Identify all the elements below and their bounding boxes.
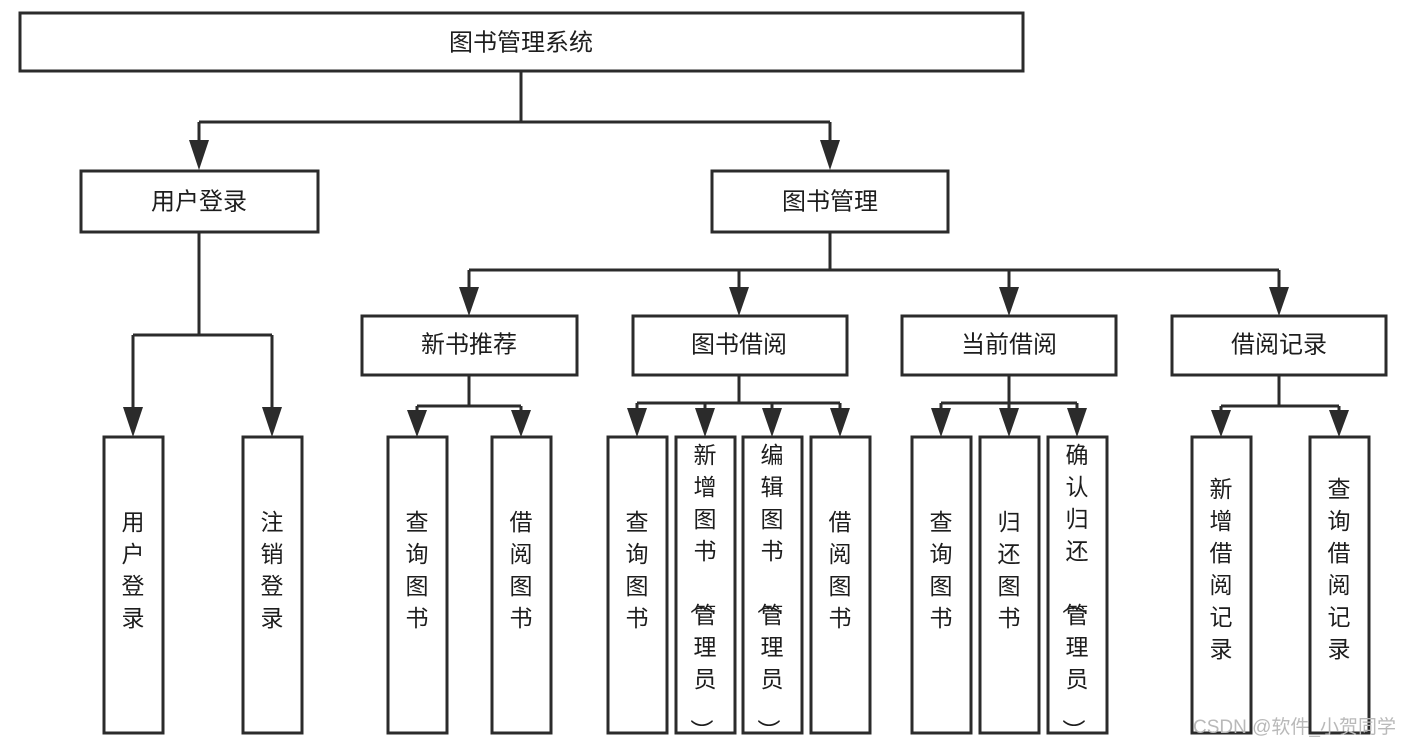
node-new-book-recommend[interactable]: 新书推荐	[360, 314, 579, 377]
leaf-add-record[interactable]: 新增借阅记录	[1190, 435, 1253, 735]
leaf-borrow-book-1-box[interactable]	[490, 435, 553, 735]
leaf-user-login-box[interactable]	[102, 435, 165, 735]
leaf-borrow-book-1[interactable]: 借阅图书	[490, 435, 553, 735]
leaf-query-book-3-label: 查询图书	[930, 509, 953, 631]
connector-layer	[123, 71, 1349, 437]
leaf-borrow-book-1-label: 借阅图书	[510, 509, 533, 631]
node-book-borrow-box[interactable]	[631, 314, 849, 377]
leaf-return-book-box[interactable]	[978, 435, 1041, 735]
leaf-confirm-return-label: 确认归还（管理员）	[1061, 442, 1089, 742]
leaf-add-book-label: 新增图书（管理员）	[689, 442, 717, 742]
arrow-head-leaf-return-book	[999, 408, 1019, 437]
leaf-add-book-box[interactable]	[674, 435, 737, 735]
arrow-head-book-management	[820, 140, 840, 170]
node-new-book-recommend-box[interactable]	[360, 314, 579, 377]
leaf-user-logout-box[interactable]	[241, 435, 304, 735]
node-current-borrow-box[interactable]	[900, 314, 1118, 377]
leaf-borrow-book-2-label: 借阅图书	[829, 509, 852, 631]
arrow-head-user-login	[189, 140, 209, 170]
node-user-login-box[interactable]	[79, 169, 320, 234]
arrow-head-book-borrow	[729, 287, 749, 316]
leaf-confirm-return[interactable]: 确认归还（管理员）	[1046, 435, 1109, 742]
leaf-add-record-box[interactable]	[1190, 435, 1253, 735]
node-borrow-record[interactable]: 借阅记录	[1170, 314, 1388, 377]
arrow-head-leaf-borrow-book-2	[830, 408, 850, 437]
leaf-user-login[interactable]: 用户登录	[102, 435, 165, 735]
leaf-query-book-3-box[interactable]	[910, 435, 973, 735]
arrow-head-leaf-add-record	[1211, 410, 1231, 437]
csdn-watermark: CSDN @软件_小贺同学	[1193, 716, 1396, 738]
leaf-add-record-label: 新增借阅记录	[1210, 476, 1233, 662]
node-book-management-label: 图书管理	[782, 188, 878, 215]
node-book-management-box[interactable]	[710, 169, 950, 234]
leaf-query-book-2-label: 查询图书	[626, 509, 649, 631]
leaf-query-book-1-label: 查询图书	[406, 509, 429, 631]
leaf-query-record-label: 查询借阅记录	[1328, 476, 1351, 662]
leaf-query-book-1[interactable]: 查询图书	[386, 435, 449, 735]
leaf-edit-book-label: 编辑图书（管理员）	[756, 442, 784, 742]
arrow-head-leaf-borrow-book-1	[511, 410, 531, 437]
arrow-head-new-book-recommend	[459, 287, 479, 316]
arrow-head-current-borrow	[999, 287, 1019, 316]
node-book-borrow-label: 图书借阅	[691, 331, 787, 358]
node-book-borrow[interactable]: 图书借阅	[631, 314, 849, 377]
leaf-confirm-return-box[interactable]	[1046, 435, 1109, 735]
leaf-user-logout[interactable]: 注销登录	[241, 435, 304, 735]
arrow-head-leaf-query-book-1	[407, 410, 427, 437]
arrow-head-borrow-record	[1269, 287, 1289, 316]
leaf-query-book-2[interactable]: 查询图书	[606, 435, 669, 735]
node-user-login[interactable]: 用户登录	[79, 169, 320, 234]
node-current-borrow-label: 当前借阅	[961, 331, 1057, 358]
node-book-management[interactable]: 图书管理	[710, 169, 950, 234]
leaf-borrow-book-2-box[interactable]	[809, 435, 872, 735]
node-root[interactable]: 图书管理系统	[18, 11, 1025, 73]
leaf-return-book-label: 归还图书	[998, 509, 1021, 631]
arrow-head-leaf-user-login	[123, 407, 143, 437]
leaf-return-book[interactable]: 归还图书	[978, 435, 1041, 735]
arrow-head-leaf-confirm-return	[1067, 408, 1087, 437]
leaf-edit-book-box[interactable]	[741, 435, 804, 735]
leaf-query-record-box[interactable]	[1308, 435, 1371, 735]
arrow-head-leaf-query-book-2	[627, 408, 647, 437]
arrow-head-leaf-edit-book	[762, 408, 782, 437]
leaf-user-logout-label: 注销登录	[261, 509, 284, 631]
leaf-query-book-3[interactable]: 查询图书	[910, 435, 973, 735]
node-new-book-recommend-label: 新书推荐	[421, 331, 517, 358]
leaf-edit-book[interactable]: 编辑图书（管理员）	[741, 435, 804, 742]
leaf-user-login-label: 用户登录	[122, 509, 145, 631]
node-borrow-record-label: 借阅记录	[1231, 331, 1327, 358]
arrow-head-leaf-query-book-3	[931, 408, 951, 437]
leaf-query-book-2-box[interactable]	[606, 435, 669, 735]
arrow-head-leaf-user-logout	[262, 407, 282, 437]
node-root-label: 图书管理系统	[449, 29, 593, 56]
leaf-add-book[interactable]: 新增图书（管理员）	[674, 435, 737, 742]
node-current-borrow[interactable]: 当前借阅	[900, 314, 1118, 377]
leaf-query-book-1-box[interactable]	[386, 435, 449, 735]
leaf-query-record[interactable]: 查询借阅记录	[1308, 435, 1371, 735]
arrow-head-leaf-add-book	[695, 408, 715, 437]
node-root-box[interactable]	[18, 11, 1025, 73]
node-borrow-record-box[interactable]	[1170, 314, 1388, 377]
leaf-borrow-book-2[interactable]: 借阅图书	[809, 435, 872, 735]
node-user-login-label: 用户登录	[151, 188, 247, 215]
arrow-head-leaf-query-record	[1329, 410, 1349, 437]
